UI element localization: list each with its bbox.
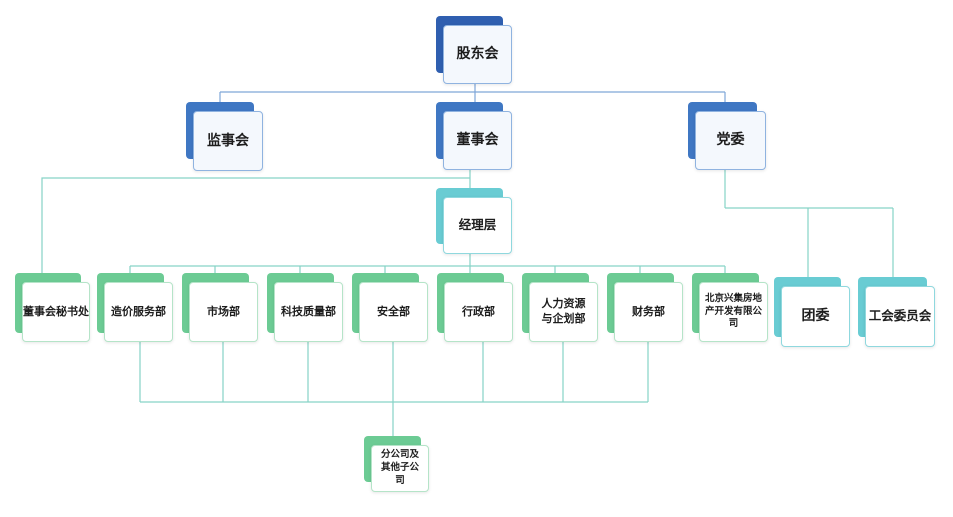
connector-board-secretary: [41, 177, 470, 273]
